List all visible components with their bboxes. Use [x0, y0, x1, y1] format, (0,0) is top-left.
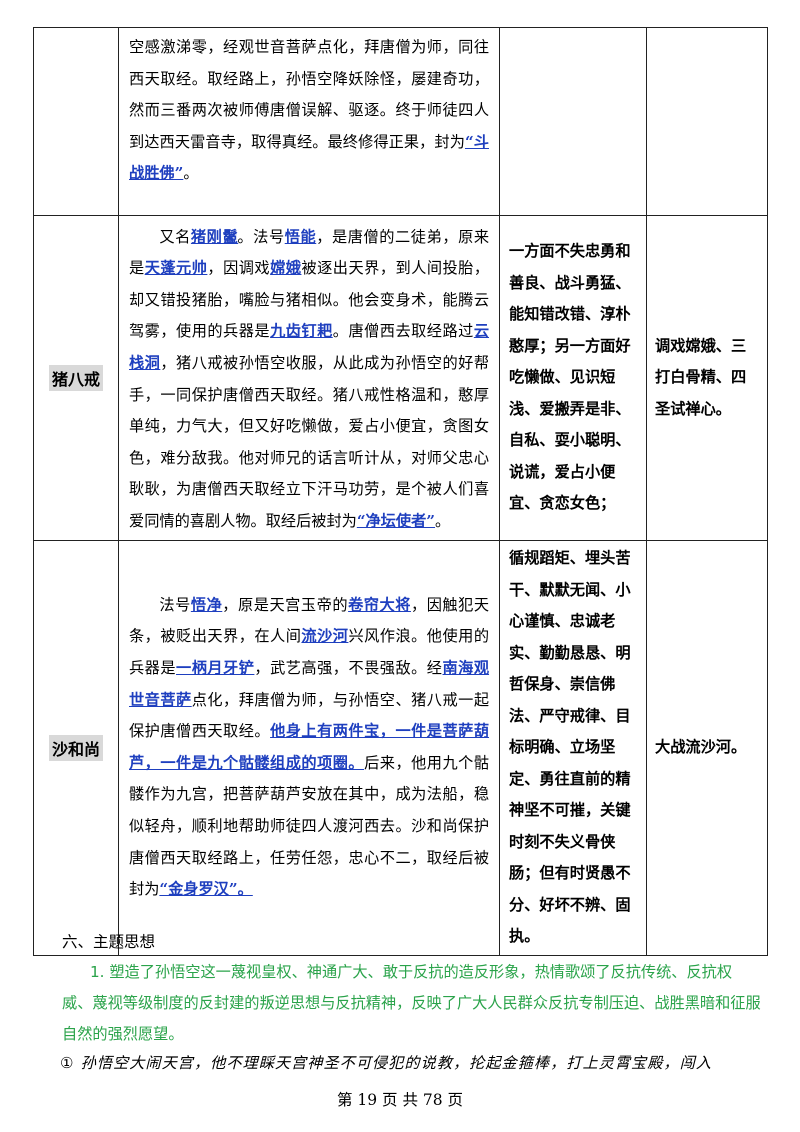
- linked-term[interactable]: 九齿钉耙: [270, 322, 333, 341]
- description-segment: 兴风作浪。他使用的兵器是: [129, 627, 490, 677]
- character-traits-cell: 一方面不失忠勇和善良、战斗勇猛、能知错改错、淳朴憨厚；另一方面好吃懒做、见识短浅…: [499, 215, 647, 541]
- description-segment: 。唐僧西去取经路过: [332, 322, 474, 341]
- theme-paragraph: 1. 塑造了孙悟空这一蔑视皇权、神通广大、敢于反抗的造反形象，热情歌颂了反抗传统…: [62, 963, 761, 1043]
- description-segment: ，因触犯天条，被贬出天界，在人间: [129, 595, 490, 646]
- linked-term[interactable]: 猪刚鬣: [190, 227, 239, 246]
- description-segment: 后来，他用九个骷髅作为九宫，把菩萨葫芦安放在其中，成为法船，稳似轻舟，顺利地帮助…: [129, 753, 490, 899]
- character-table: 空感激涕零，经观世音菩萨点化，拜唐僧为师，同往西天取经。取经路上，孙悟空降妖除怪…: [33, 27, 768, 956]
- description-segment: 。: [435, 511, 451, 530]
- character-traits-cell: 循规蹈矩、埋头苦干、默默无闻、小心谨慎、忠诚老实、勤勤恳恳、明哲保身、崇信佛法、…: [499, 540, 647, 956]
- character-events-cell: [646, 27, 768, 216]
- description-segment: ，原是天宫玉帝的: [222, 595, 349, 614]
- description-segment: 。法号: [236, 227, 285, 246]
- linked-term[interactable]: 天蓬元帅: [144, 259, 208, 278]
- character-events-cell: 大战流沙河。: [646, 540, 768, 956]
- description-segment: ，因调戏: [207, 259, 271, 278]
- linked-term[interactable]: 南海观世音菩萨: [129, 658, 490, 709]
- description-segment: 点化，拜唐僧为师，与孙悟空、猪八戒一起保护唐僧西天取经。: [129, 690, 490, 741]
- linked-term[interactable]: 云栈洞: [129, 322, 490, 372]
- linked-term[interactable]: 流沙河: [301, 627, 349, 646]
- linked-term[interactable]: “斗战胜佛”: [129, 132, 489, 183]
- character-description-cell: 又名猪刚鬣liè。法号悟能，是唐僧的二徒弟，原来是天蓬元帅，因调戏嫦娥被逐出天界…: [118, 215, 500, 541]
- description-segment: ，武艺高强，不畏强敌。经: [254, 658, 443, 677]
- character-events-cell: 调戏嫦娥、三打白骨精、四圣试禅心。: [646, 215, 768, 541]
- linked-term[interactable]: 悟净: [190, 595, 223, 614]
- linked-term[interactable]: 他身上有两件宝，一件是菩萨葫芦，一件是九个骷髅组成的项圈。: [129, 722, 490, 772]
- description-segment: 被逐出天界，到人间投胎，却又错投猪胎，嘴脸与猪相似。他会变身术，能腾云驾雾，使用…: [129, 259, 490, 341]
- pinyin-annotation: liè: [228, 229, 237, 238]
- table-row: 空感激涕零，经观世音菩萨点化，拜唐僧为师，同往西天取经。取经路上，孙悟空降妖除怪…: [33, 27, 768, 216]
- linked-term[interactable]: “净坛使者”: [356, 511, 436, 530]
- description-segment: ，猪八戒被孙悟空收服，从此成为孙悟空的好帮手，一同保护唐僧西天取经。猪八戒性格温…: [129, 353, 490, 530]
- description-segment: 法号: [159, 595, 191, 614]
- linked-term[interactable]: 悟能: [284, 227, 317, 246]
- character-name-cell: [33, 27, 119, 216]
- character-traits-cell: [499, 27, 647, 216]
- bullet-text: 孙悟空大闹天宫，他不理睬天宫神圣不可侵犯的说教，抡起金箍棒，打上灵霄宝殿，闯入: [80, 1054, 712, 1072]
- bullet-line: ① 孙悟空大闹天宫，他不理睬天宫神圣不可侵犯的说教，抡起金箍棒，打上灵霄宝殿，闯入: [60, 1051, 774, 1073]
- character-name: 猪八戒: [48, 365, 103, 391]
- character-name-cell: 沙和尚: [33, 540, 119, 956]
- description-segment: 。: [183, 164, 199, 183]
- section-heading: 六、主题思想: [62, 933, 156, 951]
- description-text: 法号悟净，原是天宫玉帝的卷帘大将，因触犯天条，被贬出天界，在人间流沙河兴风作浪。…: [129, 590, 489, 906]
- bullet-mark: ①: [60, 1054, 75, 1072]
- linked-term[interactable]: 嫦娥: [270, 259, 302, 278]
- character-name: 沙和尚: [48, 734, 103, 761]
- linked-term[interactable]: “金身罗汉”。: [159, 880, 253, 899]
- table-row: 沙和尚 法号悟净，原是天宫玉帝的卷帘大将，因触犯天条，被贬出天界，在人间流沙河兴…: [33, 540, 768, 956]
- table-row: 猪八戒 又名猪刚鬣liè。法号悟能，是唐僧的二徒弟，原来是天蓬元帅，因调戏嫦娥被…: [33, 215, 768, 541]
- description-segment: 又名: [159, 227, 191, 246]
- description-segment: ，是唐僧的二徒弟，原来是: [129, 227, 490, 278]
- description-segment: 空感激涕零，经观世音菩萨点化，拜唐僧为师，同往西天取经。取经路上，孙悟空降妖除怪…: [129, 38, 489, 151]
- page-footer: 第 19 页 共 78 页: [336, 1091, 464, 1109]
- description-text: 空感激涕零，经观世音菩萨点化，拜唐僧为师，同往西天取经。取经路上，孙悟空降妖除怪…: [129, 32, 489, 190]
- description-text: 又名猪刚鬣liè。法号悟能，是唐僧的二徒弟，原来是天蓬元帅，因调戏嫦娥被逐出天界…: [129, 219, 489, 538]
- character-description-cell: 法号悟净，原是天宫玉帝的卷帘大将，因触犯天条，被贬出天界，在人间流沙河兴风作浪。…: [118, 540, 500, 956]
- linked-term[interactable]: 卷帘大将: [348, 595, 411, 614]
- character-name-cell: 猪八戒: [33, 215, 119, 541]
- linked-term[interactable]: 一柄月牙铲: [176, 658, 255, 677]
- character-description-cell: 空感激涕零，经观世音菩萨点化，拜唐僧为师，同往西天取经。取经路上，孙悟空降妖除怪…: [118, 27, 500, 216]
